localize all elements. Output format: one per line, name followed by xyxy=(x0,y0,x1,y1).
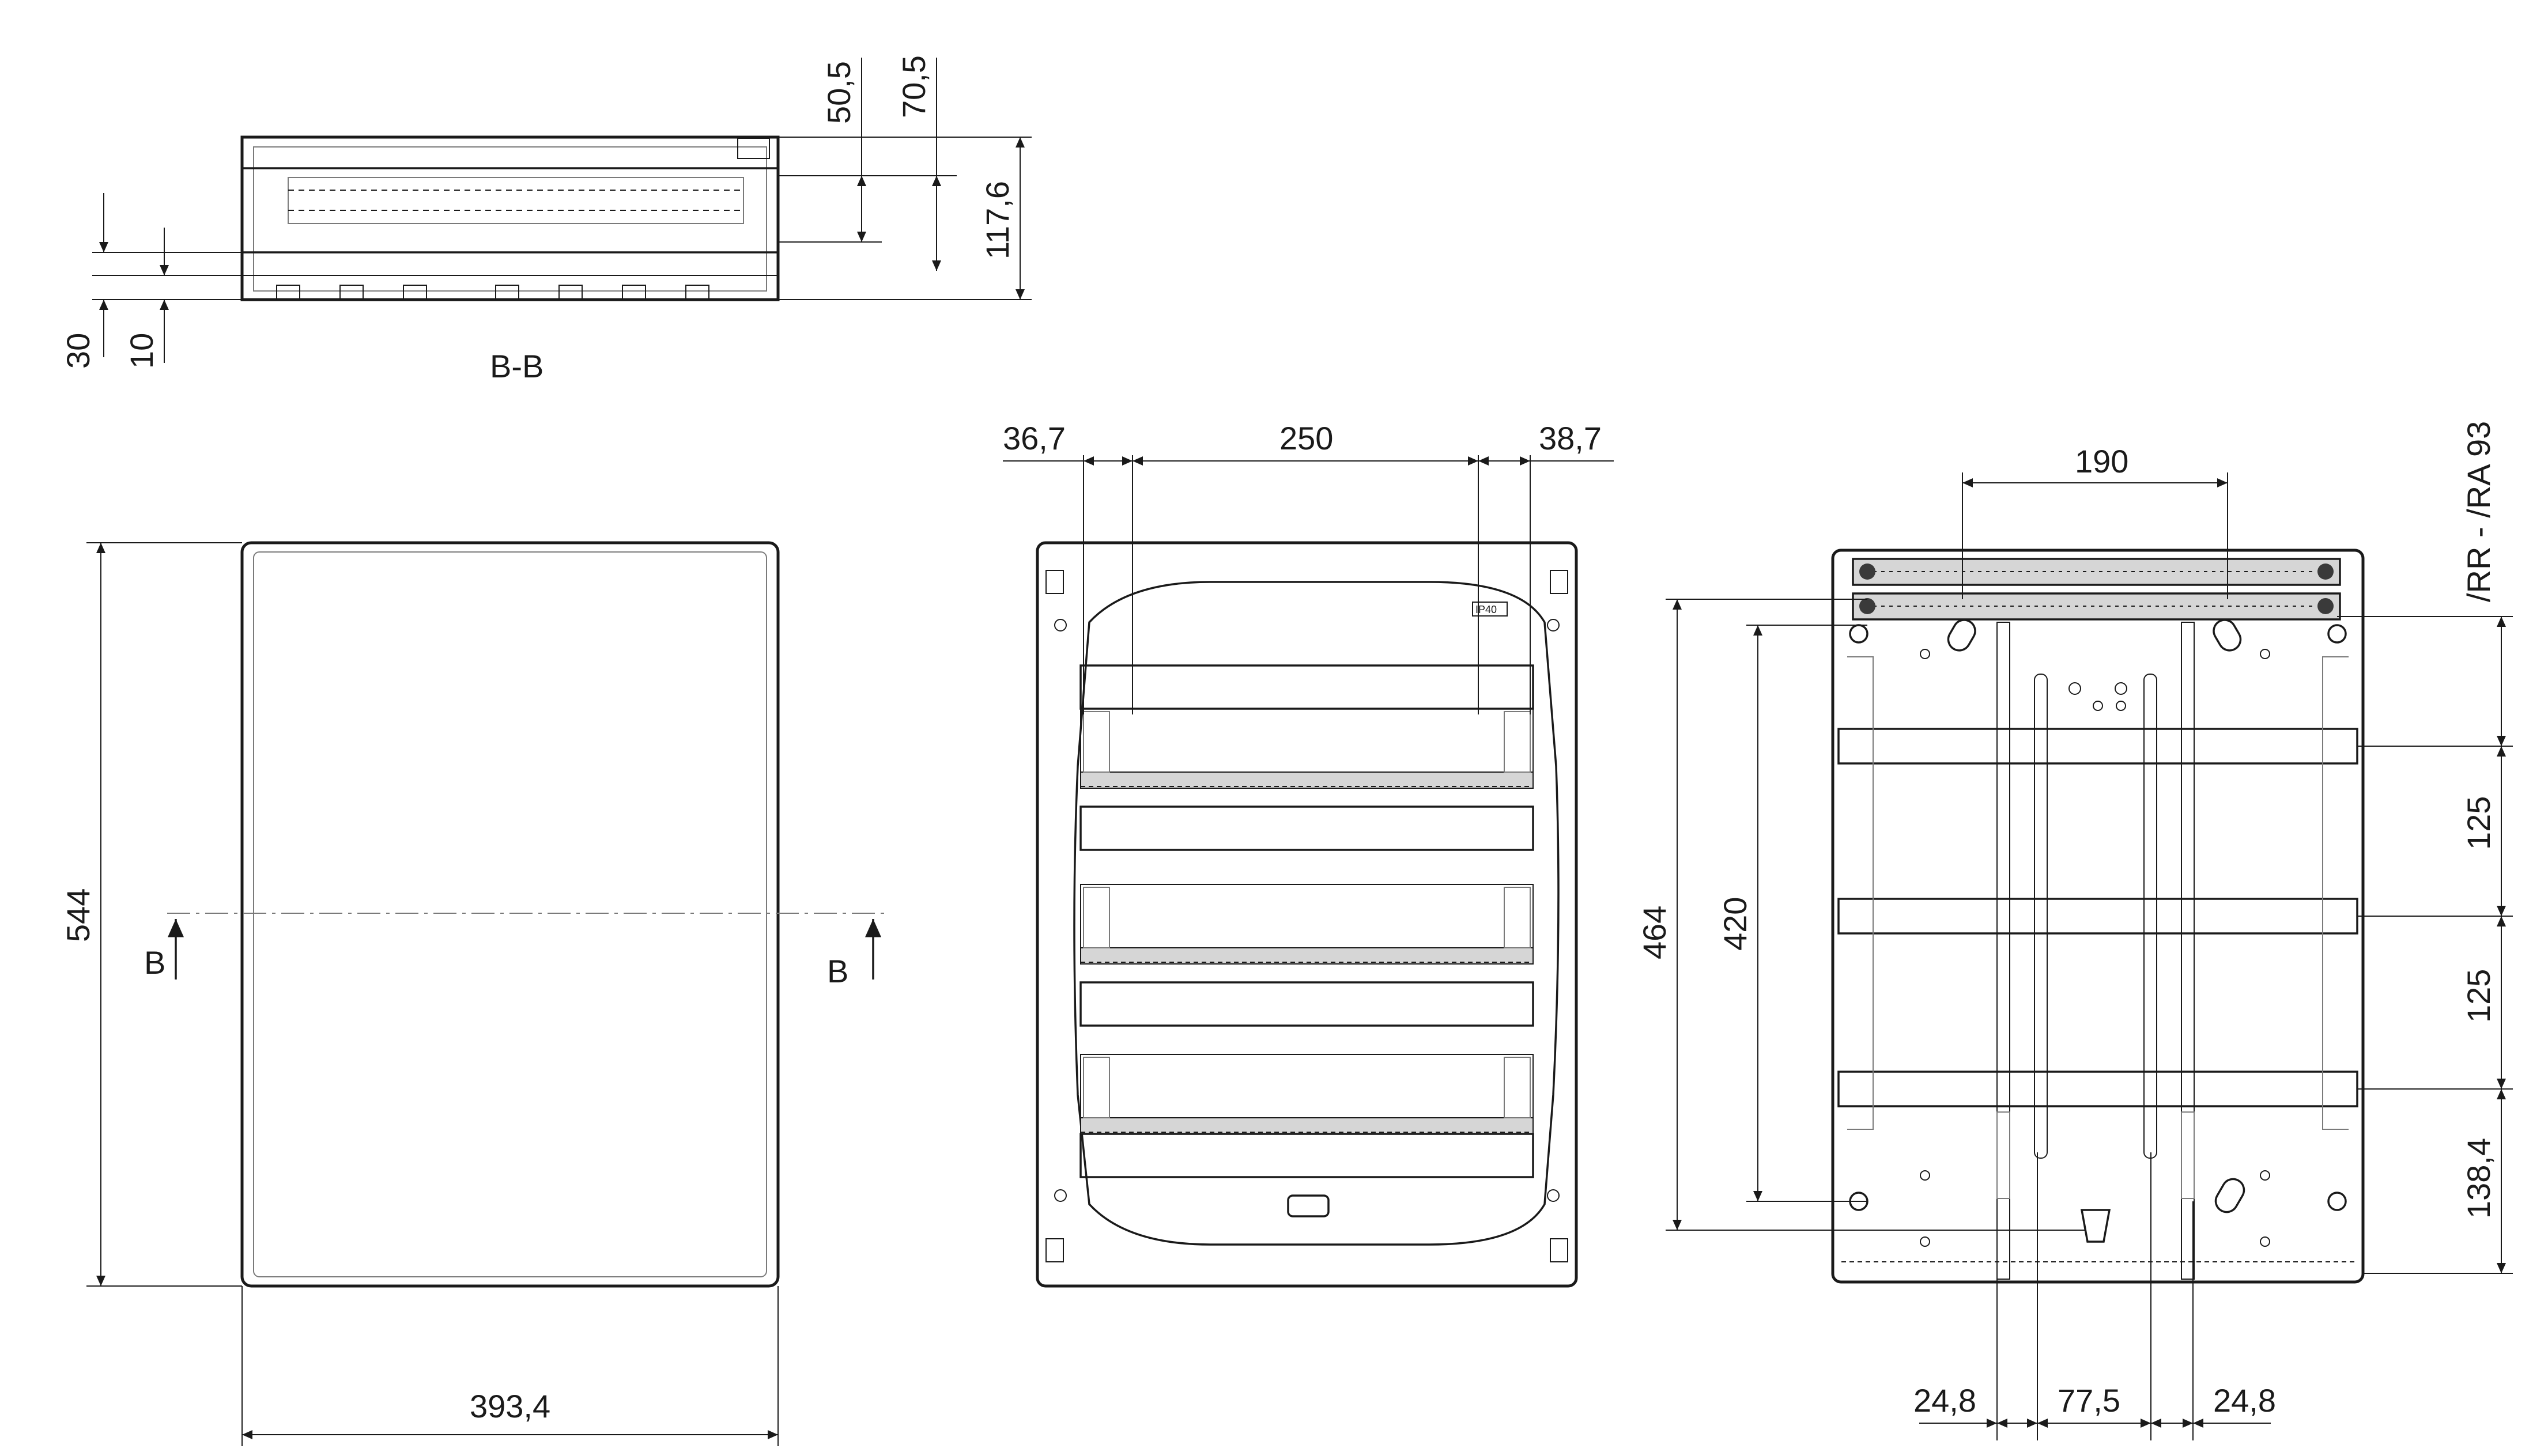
section-label: B-B xyxy=(490,348,543,384)
terminal-bars xyxy=(1852,558,2341,621)
dim-420: 420 xyxy=(1717,897,1753,951)
dim-rr-ra-93: /RR - /RA 93 xyxy=(2460,421,2497,602)
dim-250: 250 xyxy=(1279,420,1333,456)
dim-38-7: 38,7 xyxy=(1539,420,1602,456)
dim-70-5: 70,5 xyxy=(896,55,932,118)
ip-badge-text: IP40 xyxy=(1475,604,1497,615)
dim-24-8-right: 24,8 xyxy=(2213,1382,2276,1419)
dim-height-544: 544 xyxy=(60,888,96,942)
section-mark-right: B xyxy=(827,953,848,989)
dim-77-5: 77,5 xyxy=(2058,1382,2120,1419)
din-rails xyxy=(1079,664,1534,1178)
dim-width-393-4: 393,4 xyxy=(470,1388,550,1424)
mounting-slots xyxy=(1996,622,2195,1280)
dim-138-4: 138,4 xyxy=(2460,1138,2497,1219)
section-view-bb: 50,5 70,5 117,6 30 10 B-B xyxy=(60,55,1032,384)
terminal-strip-section xyxy=(288,177,744,224)
ip-badge: IP40 xyxy=(1472,602,1508,617)
open-view: IP40 36,7 250 38,7 xyxy=(1003,420,1614,1288)
dim-50-5: 50,5 xyxy=(821,61,857,124)
dim-30: 30 xyxy=(60,333,96,369)
dim-24-8-left: 24,8 xyxy=(1913,1382,1976,1419)
front-view: B B 544 393,4 xyxy=(60,541,888,1446)
dim-36-7: 36,7 xyxy=(1003,420,1066,456)
brand-logo xyxy=(1287,1194,1330,1217)
rear-view: 190 464 420 /RR - /RA 93 125 125 138,4 xyxy=(1636,421,2513,1440)
dim-190: 190 xyxy=(2075,443,2128,479)
dim-117-6: 117,6 xyxy=(979,181,1016,259)
dim-10: 10 xyxy=(123,333,160,369)
dim-125-lower: 125 xyxy=(2460,969,2497,1023)
section-feet xyxy=(276,285,709,300)
dim-125-upper: 125 xyxy=(2460,796,2497,850)
section-mark-left: B xyxy=(144,944,165,981)
dim-464: 464 xyxy=(1636,906,1673,959)
rear-rails xyxy=(1837,728,2358,1107)
